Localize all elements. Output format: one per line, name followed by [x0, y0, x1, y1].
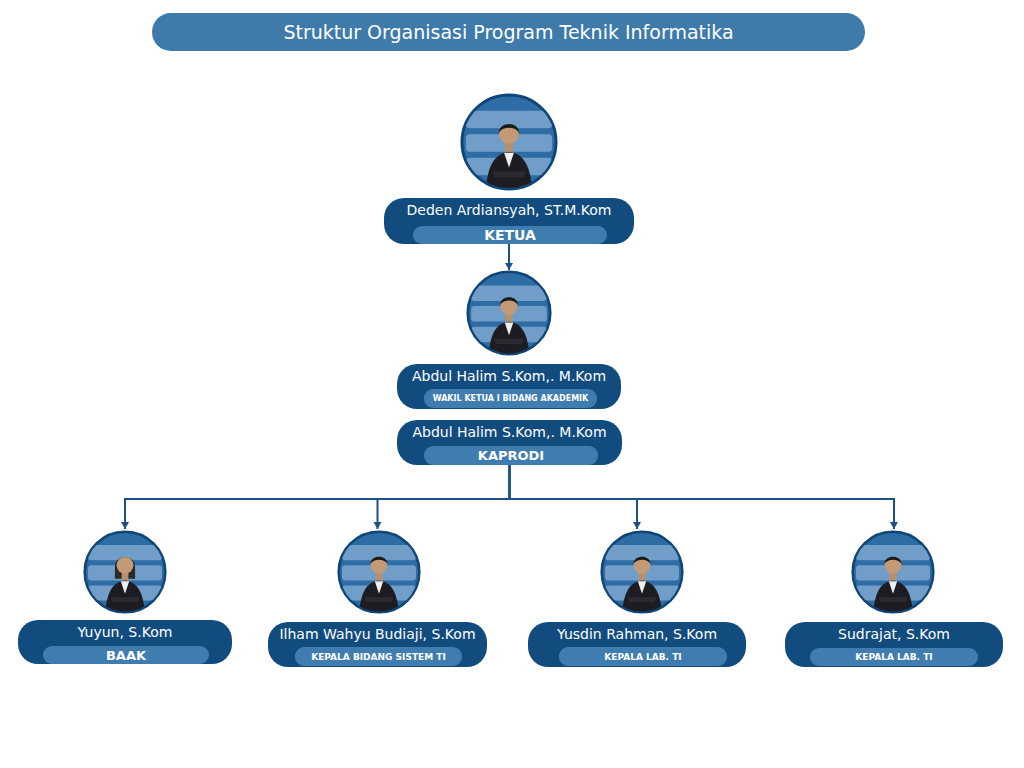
role-pill: KEPALA LAB. TI: [810, 648, 978, 666]
role-pill: WAKIL KETUA I BIDANG AKADEMIK: [424, 389, 597, 408]
arrow-head: [633, 522, 641, 529]
arrow-head: [890, 522, 898, 529]
role-title: KETUA: [484, 227, 536, 243]
connector-line: [378, 465, 510, 529]
person-name: Abdul Halim S.Kom,. M.Kom: [397, 368, 621, 384]
connector: [510, 465, 899, 622]
title-banner: Struktur Organisasi Program Teknik Infor…: [152, 13, 865, 51]
portrait-photo: [851, 530, 935, 614]
role-pill: KAPRODI: [424, 446, 598, 465]
role-title: KEPALA LAB. TI: [855, 652, 932, 662]
connector-line: [510, 465, 895, 529]
role-title: WAKIL KETUA I BIDANG AKADEMIK: [433, 394, 589, 403]
role-title: BAAK: [106, 648, 146, 663]
role-title: KAPRODI: [478, 448, 544, 463]
name-card: Abdul Halim S.Kom,. M.KomKAPRODI: [397, 420, 622, 465]
portrait-photo: [337, 530, 421, 614]
person-name: Sudrajat, S.Kom: [785, 626, 1003, 642]
portrait-photo: [83, 530, 167, 614]
role-title: KEPALA BIDANG SISTEM TI: [311, 652, 446, 662]
role-pill: KEPALA BIDANG SISTEM TI: [295, 647, 462, 666]
role-pill: KEPALA LAB. TI: [559, 647, 727, 666]
portrait-photo: [460, 93, 558, 191]
connector: [121, 465, 510, 620]
person-name: Ilham Wahyu Budiaji, S.Kom: [268, 626, 487, 642]
name-card: Deden Ardiansyah, ST.M.KomKETUA: [384, 198, 634, 244]
person-name: Abdul Halim S.Kom,. M.Kom: [397, 424, 622, 440]
connector-line: [510, 465, 638, 529]
role-pill: KETUA: [413, 226, 607, 244]
name-card: Yuyun, S.KomBAAK: [18, 620, 232, 664]
role-title: KEPALA LAB. TI: [604, 652, 681, 662]
title-text: Struktur Organisasi Program Teknik Infor…: [283, 21, 733, 43]
portrait-photo: [600, 530, 684, 614]
connector-line: [125, 465, 510, 529]
person-name: Yuyun, S.Kom: [18, 624, 232, 640]
arrow-head: [374, 522, 382, 529]
name-card: Yusdin Rahman, S.KomKEPALA LAB. TI: [528, 622, 746, 667]
name-card: Sudrajat, S.KomKEPALA LAB. TI: [785, 622, 1003, 667]
arrow-head: [121, 522, 129, 529]
role-pill: BAAK: [43, 646, 209, 664]
person-name: Yusdin Rahman, S.Kom: [528, 626, 746, 642]
portrait-photo: [466, 270, 552, 356]
arrow-head: [505, 263, 513, 270]
person-name: Deden Ardiansyah, ST.M.Kom: [384, 202, 634, 218]
name-card: Ilham Wahyu Budiaji, S.KomKEPALA BIDANG …: [268, 622, 487, 667]
name-card: Abdul Halim S.Kom,. M.KomWAKIL KETUA I B…: [397, 364, 621, 409]
